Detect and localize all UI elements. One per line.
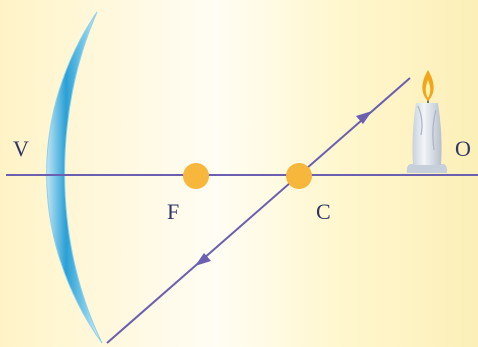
focus-label: F	[167, 201, 179, 223]
center-point	[286, 163, 312, 189]
center-label: C	[316, 201, 331, 223]
focus-point	[183, 163, 209, 189]
object-label: O	[455, 138, 471, 160]
candle-icon	[407, 70, 447, 173]
vertex-label: V	[13, 138, 29, 160]
concave-mirror-icon	[47, 12, 102, 343]
